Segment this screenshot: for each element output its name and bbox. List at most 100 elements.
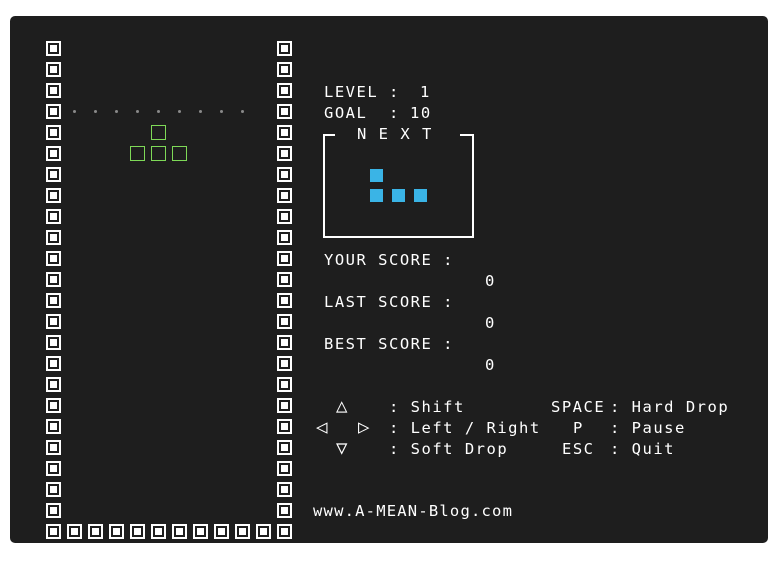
terminal-window: LEVEL : 1 GOAL : 10 N E X T YOUR SCORE :… [10,16,768,543]
wall-block [214,524,229,539]
wall-block [151,524,166,539]
wall-block [277,314,292,329]
down-triangle-icon: ▽ [336,437,348,459]
wall-block [46,335,61,350]
up-triangle-icon: △ [336,395,348,417]
p-key: P [573,419,584,437]
wall-block [256,524,271,539]
wall-block [277,167,292,182]
wall-block [46,146,61,161]
wall-block [193,524,208,539]
top-line-dot [136,110,139,113]
top-line-dot [199,110,202,113]
top-line-dot [115,110,118,113]
wall-block [277,293,292,308]
wall-block [46,62,61,77]
top-line-dot [94,110,97,113]
wall-block [277,482,292,497]
wall-block [277,335,292,350]
wall-block [46,377,61,392]
wall-block [277,503,292,518]
top-line-dot [220,110,223,113]
wall-block [277,377,292,392]
your-score-value: 0 [485,272,496,290]
left-triangle-icon: ◁ [316,416,328,438]
wall-block [88,524,103,539]
wall-block [46,83,61,98]
wall-block [277,41,292,56]
wall-block [46,104,61,119]
wall-block [109,524,124,539]
wall-block [277,524,292,539]
right-triangle-icon: ▷ [358,416,370,438]
wall-block [277,419,292,434]
wall-block [277,251,292,266]
wall-block [277,83,292,98]
next-piece-block [370,169,383,182]
wall-block [46,272,61,287]
next-piece-block [392,189,405,202]
wall-block [67,524,82,539]
next-piece-box: N E X T [323,125,474,238]
wall-block [46,188,61,203]
next-piece-block [414,189,427,202]
goal-label: GOAL : [324,104,400,122]
wall-block [172,524,187,539]
wall-block [46,125,61,140]
wall-block [46,461,61,476]
wall-block [277,440,292,455]
wall-block [277,188,292,203]
active-piece-block [130,146,145,161]
wall-block [46,398,61,413]
level-label: LEVEL : [324,83,400,101]
wall-block [46,314,61,329]
last-score-label: LAST SCORE : [324,293,454,311]
active-piece-block [151,146,166,161]
next-title: N E X T [357,125,433,143]
left-right-control: : Left / Right [389,419,541,437]
your-score-label: YOUR SCORE : [324,251,454,269]
active-piece-block [172,146,187,161]
wall-block [277,104,292,119]
wall-block [277,209,292,224]
hard-drop-control: : Hard Drop [610,398,730,416]
wall-block [130,524,145,539]
top-line-dot [73,110,76,113]
esc-key: ESC [562,440,595,458]
wall-block [277,125,292,140]
last-score-value: 0 [485,314,496,332]
wall-block [277,62,292,77]
shift-control: : Shift [389,398,465,416]
wall-block [277,230,292,245]
wall-block [46,209,61,224]
space-key: SPACE [551,398,606,416]
best-score-label: BEST SCORE : [324,335,454,353]
wall-block [46,419,61,434]
wall-block [46,503,61,518]
pause-control: : Pause [610,419,686,437]
top-line-dot [157,110,160,113]
level-value: 1 [420,83,431,101]
quit-control: : Quit [610,440,675,458]
wall-block [46,524,61,539]
wall-block [46,440,61,455]
wall-block [46,293,61,308]
wall-block [277,356,292,371]
best-score-value: 0 [485,356,496,374]
wall-block [277,272,292,287]
wall-block [277,398,292,413]
wall-block [46,251,61,266]
footer-url: www.A-MEAN-Blog.com [313,502,514,520]
soft-drop-control: : Soft Drop [389,440,509,458]
goal-value: 10 [410,104,432,122]
active-piece-block [151,125,166,140]
top-line-dot [241,110,244,113]
wall-block [277,146,292,161]
wall-block [46,482,61,497]
wall-block [46,167,61,182]
wall-block [46,356,61,371]
next-piece-block [370,189,383,202]
top-line-dot [178,110,181,113]
wall-block [235,524,250,539]
wall-block [46,230,61,245]
